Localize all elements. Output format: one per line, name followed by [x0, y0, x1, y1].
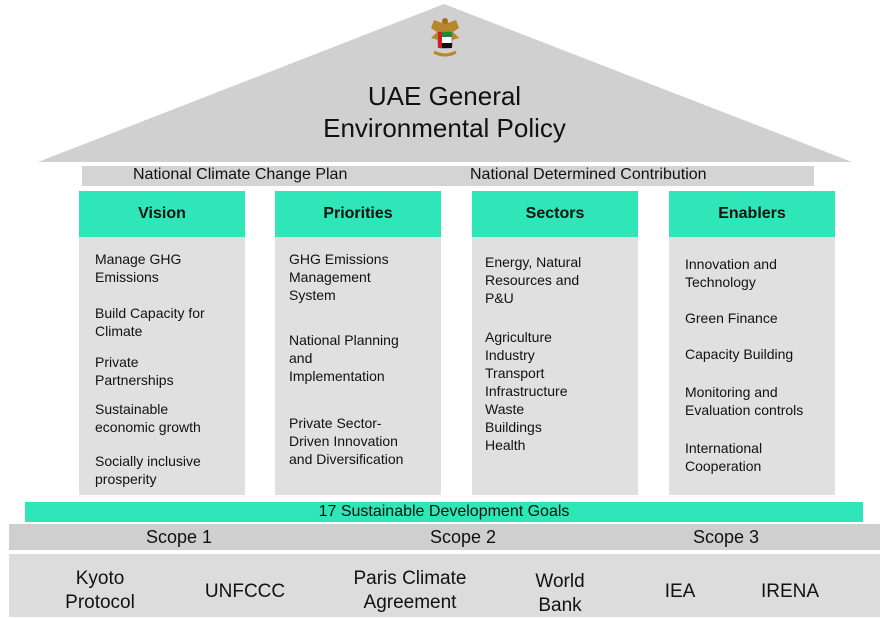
scope-band	[9, 524, 880, 550]
vision-item: Private Partnerships	[95, 354, 174, 388]
national-determined-contribution: National Determined Contribution	[470, 166, 707, 183]
column-header-priorities: Priorities	[275, 191, 441, 237]
vision-item: Manage GHG Emissions	[95, 251, 182, 285]
policy-title-line-2: Environmental Policy	[323, 113, 566, 143]
scope-1-label: Scope 1	[146, 527, 213, 547]
plans-band	[82, 166, 814, 186]
vision-item: Socially inclusive prosperity	[95, 453, 201, 487]
priorities-item: National Planning and Implementation	[289, 332, 399, 384]
vision-item: Sustainable economic growth	[95, 401, 201, 435]
policy-title-line-1: UAE General	[367, 81, 522, 111]
priorities-item: Private Sector- Driven Innovation and Di…	[289, 415, 404, 467]
uae-falcon-emblem-icon	[431, 18, 459, 57]
base-item-kyoto-protocol: Kyoto Protocol	[65, 568, 135, 613]
priorities-item: GHG Emissions Management System	[289, 251, 389, 303]
national-climate-change-plan: National Climate Change Plan	[133, 166, 348, 183]
base-item-unfccc: UNFCCC	[204, 581, 286, 602]
column-body-priorities: GHG Emissions Management System National…	[275, 237, 441, 495]
enablers-item: International Cooperation	[685, 440, 763, 474]
base-item-iea: IEA	[664, 581, 696, 602]
enablers-item: Capacity Building	[685, 346, 794, 362]
column-header-sectors: Sectors	[472, 191, 638, 237]
sectors-item: Agriculture Industry Transport Infrastru…	[485, 329, 568, 453]
base-item-paris-climate-agreement: Paris Climate Agreement	[353, 568, 467, 613]
column-body-vision: Manage GHG Emissions Build Capacity for …	[79, 237, 245, 495]
column-header-vision: Vision	[79, 191, 245, 237]
vision-item: Build Capacity for Climate	[95, 305, 205, 339]
enablers-item: Green Finance	[685, 310, 778, 326]
column-body-sectors: Energy, Natural Resources and P&U Agricu…	[472, 237, 638, 495]
scope-2-label: Scope 2	[430, 527, 497, 547]
enablers-item: Innovation and Technology	[685, 256, 777, 290]
base-foundation	[9, 554, 880, 617]
scope-3-label: Scope 3	[693, 527, 760, 547]
roof-triangle	[38, 4, 852, 162]
column-body-enablers: Innovation and Technology Green Finance …	[669, 237, 835, 495]
enablers-item: Monitoring and Evaluation controls	[685, 384, 804, 418]
base-item-irena: IRENA	[760, 581, 820, 602]
column-header-enablers: Enablers	[669, 191, 835, 237]
sectors-item: Energy, Natural Resources and P&U	[485, 254, 582, 306]
base-item-world-bank: World Bank	[535, 571, 585, 616]
sdg-bar: 17 Sustainable Development Goals	[25, 502, 863, 522]
